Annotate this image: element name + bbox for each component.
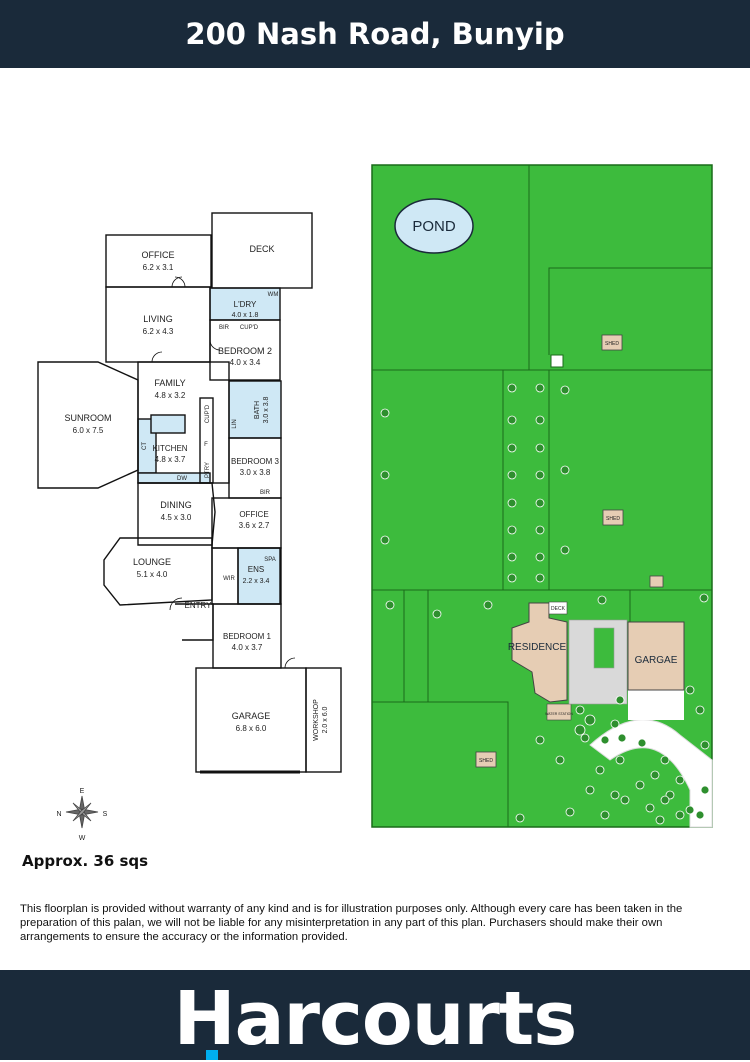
room-name-ensuite: ENS xyxy=(248,565,264,574)
room-dims-lounge: 5.1 x 4.0 xyxy=(137,570,168,579)
page-header: 200 Nash Road, Bunyip xyxy=(0,0,750,68)
shed-north xyxy=(601,334,623,351)
label-fridge: F xyxy=(204,442,208,448)
label-cupd-b: CUP'D xyxy=(205,404,211,423)
room-name-living: LIVING xyxy=(143,314,173,324)
room-dims-kitchen: 4.8 x 3.7 xyxy=(155,455,186,464)
room-name-lounge: LOUNGE xyxy=(133,557,171,567)
paddock-lines xyxy=(372,165,712,827)
deck-outline xyxy=(211,212,313,289)
room-dims-laundry: 4.0 x 1.8 xyxy=(232,312,259,319)
site-deck-label: DECK xyxy=(551,606,566,612)
sunroom-wall xyxy=(37,361,139,489)
label-wir: WIR xyxy=(223,576,235,582)
label-linen: LIN xyxy=(232,419,238,428)
label-pantry: PTRY xyxy=(205,462,211,478)
residence-label: RESIDENCE xyxy=(508,642,567,653)
room-dims-dining: 4.5 x 3.0 xyxy=(161,513,192,522)
room-dims-bedroom1: 4.0 x 3.7 xyxy=(232,643,263,652)
disclaimer-text: This floorplan is provided without warra… xyxy=(20,903,683,943)
label-bir-b: BIR xyxy=(260,490,271,496)
floor-plan xyxy=(37,212,342,774)
room-name-bedroom3: BEDROOM 3 xyxy=(231,457,280,466)
pond xyxy=(394,198,474,254)
site-garage-label: GARGAE xyxy=(635,655,678,666)
kitchen-bottom-bench xyxy=(137,472,211,484)
bath-area xyxy=(228,380,282,439)
shed-small xyxy=(649,575,664,588)
brand-mark-icon xyxy=(206,1050,218,1060)
site-deck xyxy=(548,601,568,615)
room-name-bedroom1: BEDROOM 1 xyxy=(223,632,272,641)
room-name-deck: DECK xyxy=(249,244,274,254)
compass: N E S W xyxy=(56,788,107,842)
office-north-wall xyxy=(105,234,212,288)
label-spa: SPA xyxy=(264,557,276,563)
room-dims-office-south: 3.6 x 2.7 xyxy=(239,521,270,530)
label-wm: WM xyxy=(268,292,279,298)
room-dims-ensuite: 2.2 x 3.4 xyxy=(243,578,270,585)
room-name-office-south: OFFICE xyxy=(239,510,268,519)
label-cooktop: CT xyxy=(142,442,148,450)
brand-logo: Harcourts xyxy=(173,976,578,1062)
room-name-bath: BATH xyxy=(254,401,261,419)
room-name-family: FAMILY xyxy=(154,378,185,388)
label-dw: DW xyxy=(177,476,187,482)
compass-s: S xyxy=(103,811,108,818)
trees xyxy=(380,383,710,825)
room-name-dining: DINING xyxy=(160,500,192,510)
shed-north-label: SHED xyxy=(605,341,619,347)
room-dims-office-north: 6.2 x 3.1 xyxy=(143,263,174,272)
label-bir-a: BIR xyxy=(219,325,230,331)
room-name-garage: GARAGE xyxy=(232,711,271,721)
room-name-office-north: OFFICE xyxy=(142,250,175,260)
compass-rose-icon xyxy=(65,795,99,829)
garden-bed xyxy=(593,627,615,669)
dining-wall xyxy=(137,482,216,546)
site-plan: POND RESIDENCE DECK WATER STATION GARGAE… xyxy=(371,164,713,828)
shed-middle-label: SHED xyxy=(606,516,620,522)
room-labels: OFFICE 6.2 x 3.1 DECK L'DRY 4.0 x 1.8 LI… xyxy=(65,244,330,741)
water-station xyxy=(546,703,572,721)
site-garage xyxy=(627,621,685,691)
shed-middle xyxy=(602,509,624,526)
shed-south-label: SHED xyxy=(479,758,493,764)
room-name-kitchen: KITCHEN xyxy=(152,444,187,453)
room-dims-bath: 3.0 x 3.8 xyxy=(263,396,270,423)
compass-e: E xyxy=(80,788,85,795)
room-dims-bedroom2: 4.0 x 3.4 xyxy=(230,358,261,367)
living-wall xyxy=(105,286,211,363)
room-dims-living: 6.2 x 4.3 xyxy=(143,327,174,336)
room-name-workshop: WORKSHOP xyxy=(313,699,320,741)
property-address: 200 Nash Road, Bunyip xyxy=(185,17,565,51)
ensuite-area xyxy=(237,547,281,605)
kitchen-island xyxy=(150,414,186,434)
water-station-label: WATER STATION xyxy=(545,712,573,716)
entry-wall xyxy=(175,603,214,641)
room-name-laundry: L'DRY xyxy=(234,300,257,309)
driveway xyxy=(589,719,713,828)
residence xyxy=(511,602,568,703)
pond-label: POND xyxy=(412,218,456,235)
workshop-wall xyxy=(305,667,342,773)
lounge-wall xyxy=(103,537,213,606)
room-dims-bedroom3: 3.0 x 3.8 xyxy=(240,468,271,477)
compass-n: N xyxy=(56,811,61,818)
floor-and-site-plan: OFFICE 6.2 x 3.1 DECK L'DRY 4.0 x 1.8 LI… xyxy=(37,164,713,842)
page-footer: Harcourts xyxy=(0,970,750,1062)
compass-w: W xyxy=(79,835,86,842)
bedroom2-wall xyxy=(209,319,281,381)
label-entry: ENTRY xyxy=(185,601,213,610)
room-dims-family: 4.8 x 3.2 xyxy=(155,391,186,400)
label-cupd-a: CUP'D xyxy=(240,325,259,331)
room-dims-workshop: 2.0 x 6.0 xyxy=(322,706,329,733)
room-name-bedroom2: BEDROOM 2 xyxy=(218,346,272,356)
room-dims-sunroom: 6.0 x 7.5 xyxy=(73,426,104,435)
shed-south xyxy=(475,751,497,768)
room-name-sunroom: SUNROOM xyxy=(65,413,112,423)
driveway-apron xyxy=(628,690,684,720)
room-dims-garage: 6.8 x 6.0 xyxy=(236,724,267,733)
gate-marker xyxy=(550,354,564,368)
approx-area: Approx. 36 sqs xyxy=(22,852,149,870)
